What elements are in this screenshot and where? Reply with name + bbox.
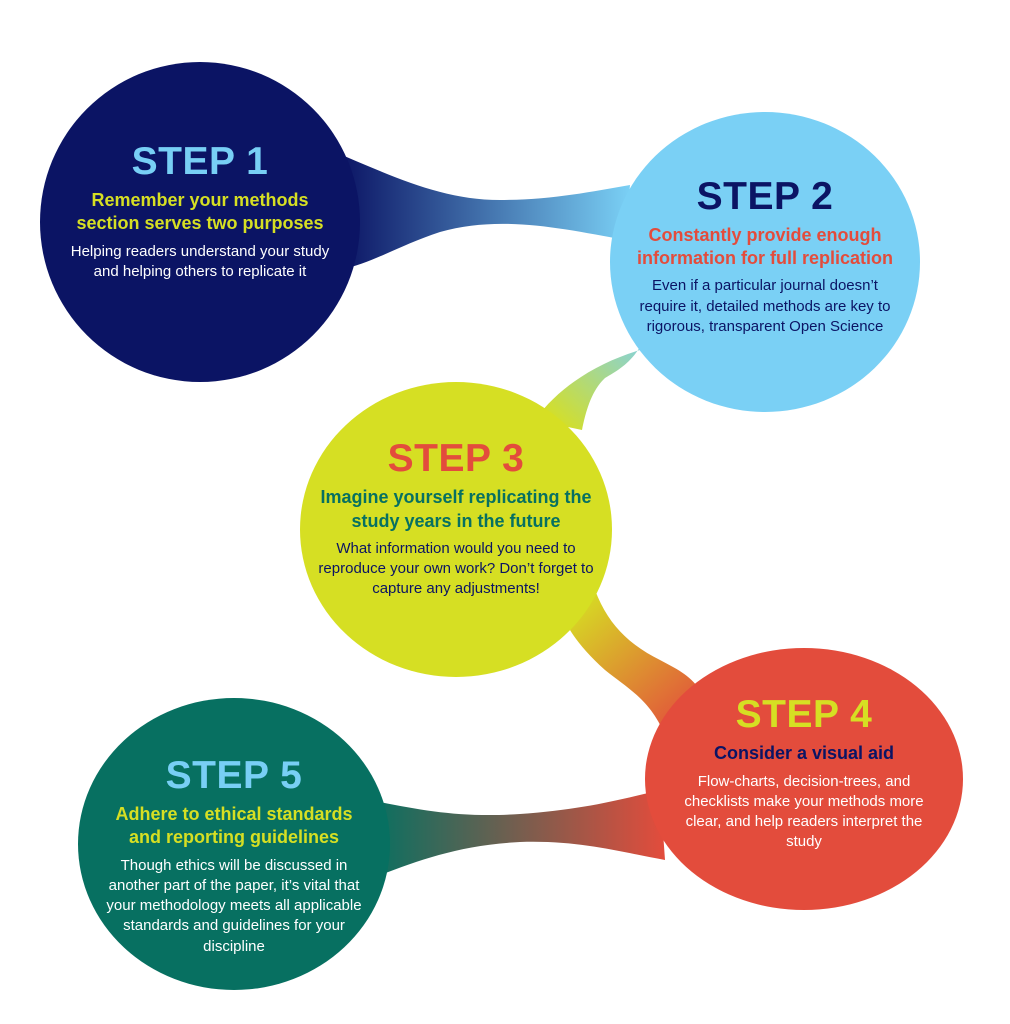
- step-1-circle: STEP 1 Remember your methods section ser…: [40, 62, 360, 382]
- step-5-body: Though ethics will be discussed in anoth…: [106, 856, 362, 955]
- step-4-heading: Consider a visual aid: [713, 743, 895, 764]
- connector-step2-step3: [535, 320, 672, 430]
- step-5-title: STEP 5: [165, 754, 303, 798]
- step-4-body: Flow-charts, decision-trees, and checkli…: [684, 772, 924, 851]
- step-1-body: Helping readers understand your study an…: [70, 242, 330, 280]
- step-3-heading: Imagine yourself replicating the study y…: [320, 487, 592, 531]
- step-1-heading: Remember your methods section serves two…: [76, 189, 324, 234]
- step-3-title: STEP 3: [387, 437, 525, 481]
- step-2-circle: STEP 2 Constantly provide enough informa…: [610, 112, 920, 412]
- step-3-body: What information would you need to repro…: [318, 539, 594, 598]
- connector-step3-step4: [570, 590, 700, 735]
- connector-step1-step2: [330, 150, 630, 270]
- step-4-title: STEP 4: [735, 693, 873, 737]
- step-2-title: STEP 2: [696, 174, 834, 218]
- connector-step4-step5: [370, 790, 665, 875]
- step-2-heading: Constantly provide enough information fo…: [637, 224, 893, 269]
- step-3-circle: STEP 3 Imagine yourself replicating the …: [300, 382, 612, 677]
- step-5-circle: STEP 5 Adhere to ethical standards and r…: [78, 698, 390, 990]
- step-4-circle: STEP 4 Consider a visual aid Flow-charts…: [645, 648, 963, 910]
- step-5-heading: Adhere to ethical standards and reportin…: [115, 803, 353, 848]
- step-2-body: Even if a particular journal doesn’t req…: [639, 277, 891, 335]
- step-1-title: STEP 1: [131, 139, 269, 183]
